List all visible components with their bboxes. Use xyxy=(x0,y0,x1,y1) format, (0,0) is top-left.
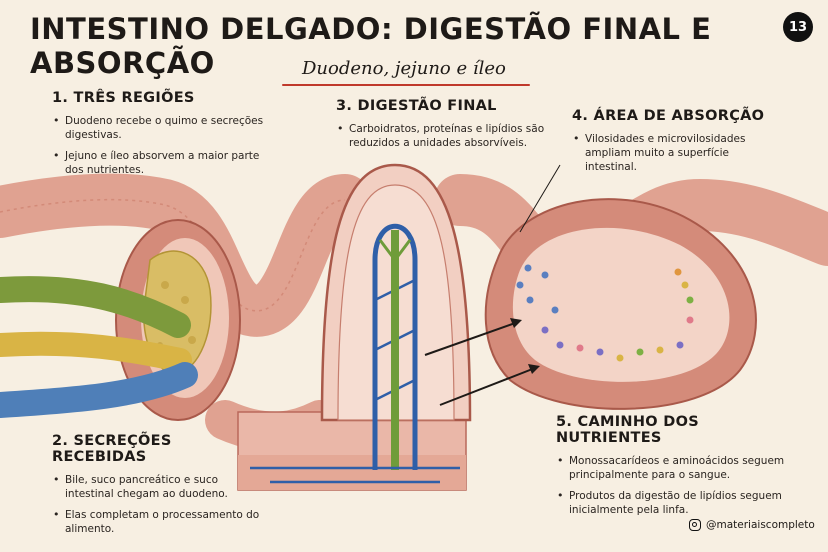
section-heading: 1. TRÊS REGIÕES xyxy=(52,90,195,106)
callout-line-area xyxy=(519,164,561,233)
villus xyxy=(320,163,472,470)
bullet-item: Duodeno recebe o quimo e secreções diges… xyxy=(53,114,267,142)
section-digestao-final: 3. DIGESTÃO FINAL Carboidratos, proteína… xyxy=(336,98,556,157)
section-area-absorcao: 4. ÁREA DE ABSORÇÃO Vilosidades e microv… xyxy=(572,108,772,181)
social-handle[interactable]: @materiaiscompleto xyxy=(689,519,815,531)
bullet-item: Jejuno e íleo absorvem a maior parte dos… xyxy=(53,149,267,177)
section-heading: 2. SECREÇÕES RECEBIDAS xyxy=(52,433,172,465)
bullet-item: Produtos da digestão de lipídios seguem … xyxy=(557,489,786,517)
arrow-to-absorption-lower xyxy=(439,367,536,406)
absorption-cross-section xyxy=(484,198,757,410)
subtitle-underline xyxy=(282,84,530,86)
bullet-item: Monossacarídeos e aminoácidos seguem pri… xyxy=(557,454,786,482)
vessel-network xyxy=(250,466,460,484)
bullet-item: Bile, suco pancreático e suco intestinal… xyxy=(53,473,262,501)
section-heading: 4. ÁREA DE ABSORÇÃO xyxy=(572,108,765,124)
section-caminho-nutrientes: 5. CAMINHO DOS NUTRIENTES Monossacarídeo… xyxy=(556,414,786,524)
bile-duct xyxy=(0,276,191,338)
page-subtitle: Duodeno, jejuno e íleo xyxy=(302,58,506,79)
instagram-icon xyxy=(689,519,701,531)
bullet-item: Vilosidades e microvilosidades ampliam m… xyxy=(573,132,772,174)
bullet-item: Carboidratos, proteínas e lipídios são r… xyxy=(337,122,556,150)
arrow-to-absorption-upper xyxy=(424,321,519,356)
bullet-item: Elas completam o processamento do alimen… xyxy=(53,508,262,536)
page-title: INTESTINO DELGADO: DIGESTÃO FINAL E ABSO… xyxy=(30,12,712,80)
intestinal-duct xyxy=(0,362,198,418)
section-heading: 3. DIGESTÃO FINAL xyxy=(336,98,497,114)
page-number-badge: 13 xyxy=(783,12,813,42)
section-heading: 5. CAMINHO DOS NUTRIENTES xyxy=(556,414,699,446)
blood-capillary xyxy=(372,223,418,470)
pancreatic-duct xyxy=(0,331,192,372)
social-handle-text: @materiaiscompleto xyxy=(706,519,815,531)
section-tres-regioes: 1. TRÊS REGIÕES Duodeno recebe o quimo e… xyxy=(52,90,267,184)
section-secrecoes-recebidas: 2. SECREÇÕES RECEBIDAS Bile, suco pancre… xyxy=(52,433,262,543)
